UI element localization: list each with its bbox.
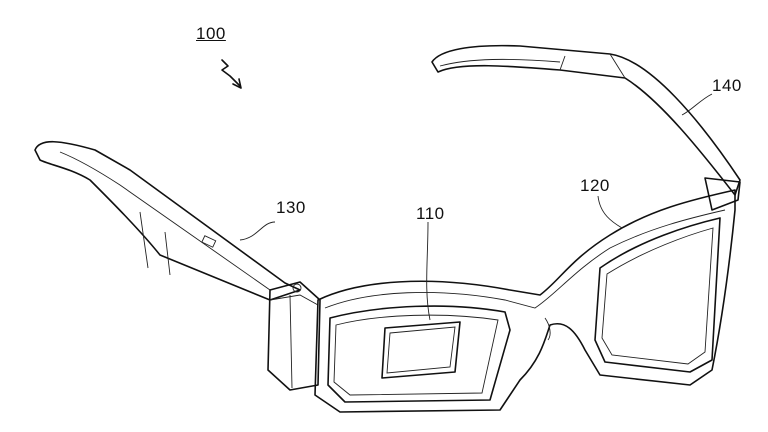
label-110: 110 [416, 204, 445, 223]
front-frame [314, 189, 736, 413]
label-140: 140 [712, 76, 742, 95]
leader-110 [426, 221, 431, 321]
leader-140 [681, 93, 713, 116]
label-100: 100 [196, 24, 226, 43]
arrowhead-100 [232, 78, 242, 89]
left-temple [34, 140, 321, 391]
label-120: 120 [580, 176, 610, 195]
label-130: 130 [276, 198, 306, 217]
leader-120 [597, 195, 623, 229]
leader-130 [239, 221, 276, 241]
leader-100 [221, 59, 241, 87]
